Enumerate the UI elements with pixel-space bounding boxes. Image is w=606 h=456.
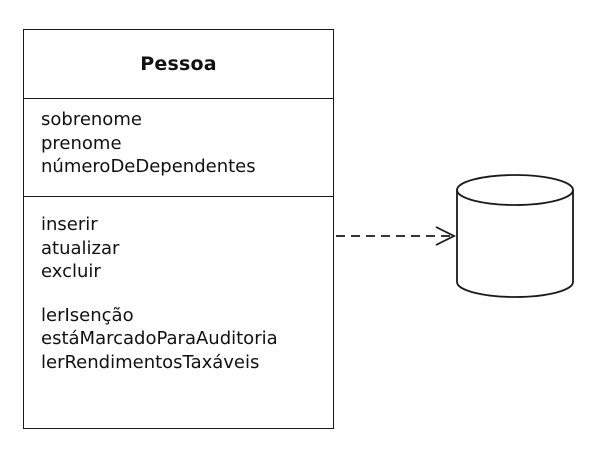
- operation-ler-isencao: lerIsenção: [41, 304, 134, 326]
- class-header: Pessoa: [24, 30, 333, 99]
- operation-esta-marcado-para-auditoria: estáMarcadoParaAuditoria: [41, 328, 278, 349]
- operation-excluir: excluir: [41, 261, 101, 282]
- operations-compartment: inserir atualizar excluir lerIsenção est…: [24, 197, 333, 374]
- dependency-arrowhead: [435, 226, 457, 246]
- class-box-pessoa: Pessoa sobrenome prenome númeroDeDepende…: [23, 29, 334, 429]
- operation-ler-rendimentos-taxaveis: lerRendimentosTaxáveis: [41, 351, 260, 373]
- class-name: Pessoa: [140, 53, 217, 75]
- attribute-sobrenome: sobrenome: [41, 109, 142, 130]
- attribute-prenome: prenome: [41, 132, 122, 154]
- dashed-dependency-arrow: [336, 226, 457, 246]
- attributes-compartment: sobrenome prenome númeroDeDependentes: [24, 99, 333, 197]
- operation-inserir: inserir: [41, 214, 98, 235]
- database-cylinder-top: [456, 174, 574, 206]
- operation-atualizar: atualizar: [41, 237, 120, 259]
- database-icon: [456, 174, 574, 298]
- attribute-numero-de-dependentes: númeroDeDependentes: [41, 156, 256, 177]
- database-cylinder-body: [456, 190, 574, 298]
